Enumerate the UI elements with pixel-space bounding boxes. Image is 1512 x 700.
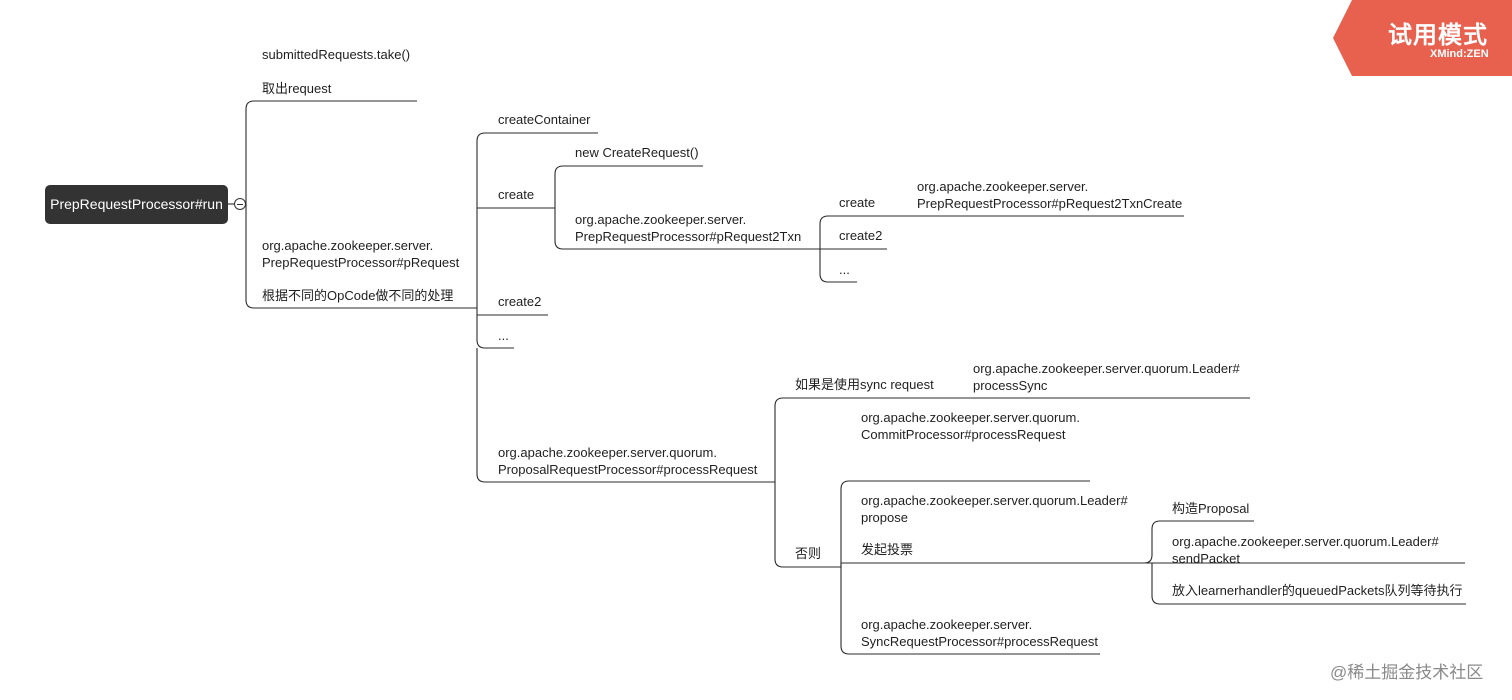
topic-sync-case[interactable]: 如果是使用sync request (795, 377, 934, 392)
topic-send-packet[interactable]: org.apache.zookeeper.server.quorum.Leade… (1172, 534, 1439, 566)
topic-leader-propose[interactable]: org.apache.zookeeper.server.quorum.Leade… (861, 493, 1128, 557)
trial-mode-banner: 试用模式 XMind:ZEN (0, 0, 1512, 80)
topic-txn-create[interactable]: create (839, 195, 876, 210)
topic-create[interactable]: create (498, 187, 535, 202)
topic-prequest2txn[interactable]: org.apache.zookeeper.server. PrepRequest… (575, 212, 802, 244)
topic-commit-processor[interactable]: org.apache.zookeeper.server.quorum. Comm… (861, 410, 1080, 442)
topic-txn-ellipsis[interactable]: ... (839, 262, 850, 277)
create-branch-up (554, 165, 703, 208)
topic-queued-packets[interactable]: 放入learnerhandler的queuedPackets队列等待执行 (1172, 583, 1463, 598)
topic-sync-processor[interactable]: org.apache.zookeeper.server. SyncRequest… (861, 617, 1099, 649)
root-branch-take (245, 100, 417, 204)
xmind-zen-logo: XMind:ZEN (1430, 48, 1489, 60)
topic-txn-create2[interactable]: create2 (839, 228, 883, 243)
topic-proposal-processor[interactable]: org.apache.zookeeper.server.quorum. Prop… (498, 445, 758, 477)
trial-mode-title: 试用模式 (1388, 22, 1488, 49)
topic-create-container[interactable]: createContainer (498, 112, 591, 127)
topic-new-create-request[interactable]: new CreateRequest() (575, 145, 699, 160)
topic-create2[interactable]: create2 (498, 294, 542, 309)
otherwise-branch-propose (840, 562, 1139, 567)
topic-process-sync[interactable]: org.apache.zookeeper.server.quorum.Leade… (973, 361, 1240, 393)
collapse-toggle-icon[interactable] (234, 198, 246, 210)
topic-build-proposal[interactable]: 构造Proposal (1172, 501, 1250, 516)
trial-banner-shape (1333, 0, 1512, 76)
juejin-watermark: @稀土掘金技术社区 (1330, 663, 1484, 682)
root-topic[interactable]: PrepRequestProcessor#run (45, 185, 228, 224)
topic-otherwise[interactable]: 否则 (795, 546, 822, 561)
topic-ellipsis[interactable]: ... (498, 328, 509, 343)
topic-take-request[interactable]: submittedRequests.take() 取出request (262, 47, 411, 96)
topic-prequest[interactable]: org.apache.zookeeper.server. PrepRequest… (262, 238, 460, 303)
topic-prequest2txn-create[interactable]: org.apache.zookeeper.server. PrepRequest… (917, 179, 1183, 211)
